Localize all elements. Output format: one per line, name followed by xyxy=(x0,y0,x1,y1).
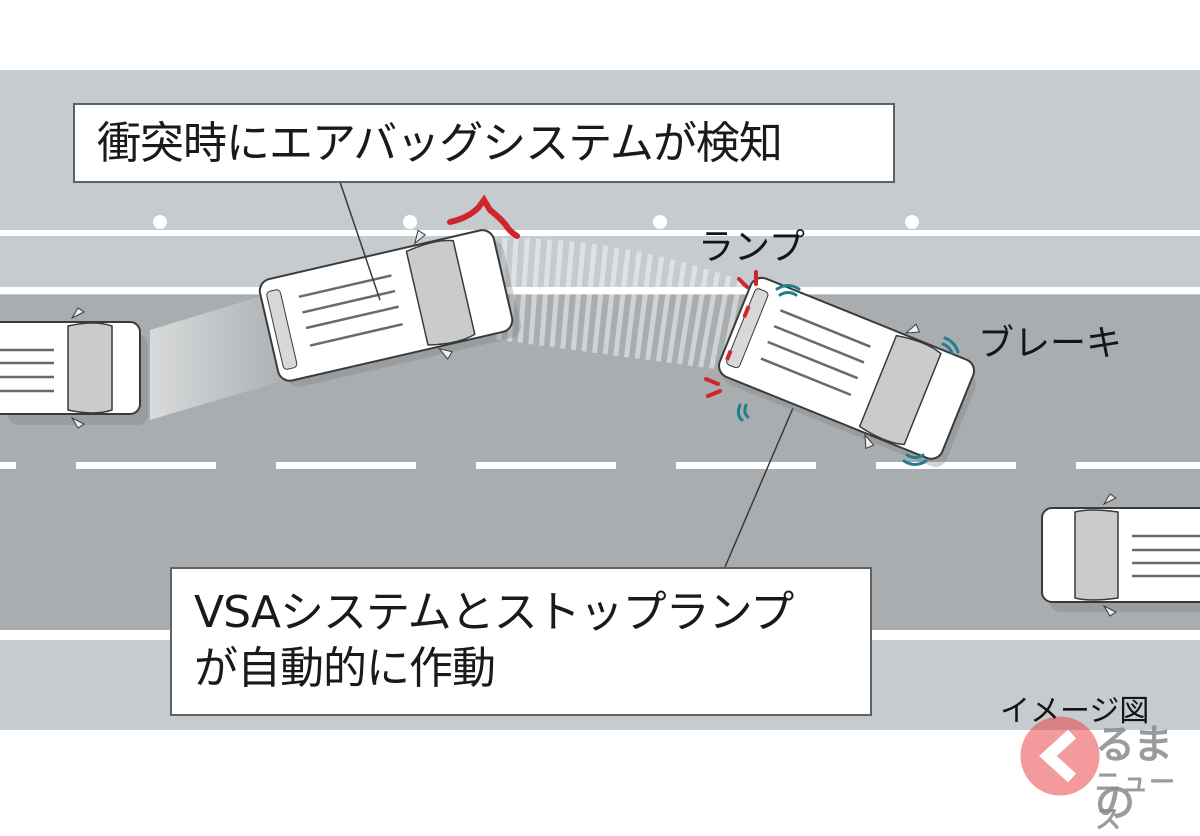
edge-line-outer xyxy=(0,230,1200,236)
roadside-marker xyxy=(153,215,167,229)
rear-car xyxy=(0,307,148,429)
roadside-marker xyxy=(403,215,417,229)
lane-dash xyxy=(0,462,16,469)
callout-auto-activation: VSAシステムとストップランプ が自動的に作動 xyxy=(170,567,872,716)
callout-auto-activation-line2: が自動的に作動 xyxy=(194,643,496,694)
trajectory-stripe xyxy=(698,271,721,368)
trajectory-stripe xyxy=(517,238,530,344)
trajectory-stripe xyxy=(655,259,676,362)
headlight-beam xyxy=(150,292,285,420)
roadside-marker xyxy=(905,215,919,229)
lane-dash xyxy=(876,462,1016,469)
watermark-text-line2: ニュース xyxy=(1095,768,1177,835)
lane-dash xyxy=(676,462,816,469)
roadside-markers xyxy=(153,215,919,229)
trajectory-stripe xyxy=(613,249,631,357)
trajectory-stripe xyxy=(708,275,732,370)
top-margin xyxy=(0,0,1200,70)
trajectory-stripe xyxy=(592,245,609,354)
brake-signal-icon xyxy=(736,284,960,466)
lane-dash xyxy=(1076,462,1200,469)
callout-airbag-detection: 衝突時にエアバッグシステムが検知 xyxy=(73,103,895,183)
stop-lamp-flash-icon xyxy=(704,270,758,398)
callout-airbag-detection-text: 衝突時にエアバッグシステムが検知 xyxy=(97,118,783,169)
oncoming-car xyxy=(1041,493,1200,617)
leader-line-top xyxy=(339,181,381,301)
trajectory-stripe xyxy=(623,251,642,358)
trajectory-stripe xyxy=(687,268,709,367)
trajectory-stripe xyxy=(560,241,575,349)
label-image-note: イメージ図 xyxy=(1000,694,1150,729)
trajectory-stripes xyxy=(496,237,743,371)
trajectory-stripe xyxy=(645,256,665,361)
roadside-marker xyxy=(653,215,667,229)
edge-line-inner xyxy=(0,287,1200,294)
trajectory-stripe xyxy=(602,247,620,355)
callout-auto-activation-line1: VSAシステムとストップランプ xyxy=(194,587,794,638)
label-brake: ブレーキ xyxy=(978,323,1123,364)
trajectory-stripe xyxy=(570,242,586,351)
trajectory-stripe xyxy=(538,239,553,346)
trajectory-stripe xyxy=(666,262,687,364)
center-dashed-line xyxy=(0,462,1200,469)
watermark-logo xyxy=(1020,716,1100,796)
impact-mark-icon xyxy=(447,194,520,239)
trajectory-stripe xyxy=(634,253,653,359)
collided-car xyxy=(258,229,521,387)
trajectory-stripe xyxy=(581,243,598,352)
lane-dash xyxy=(276,462,416,469)
trajectory-stripe xyxy=(677,265,698,365)
leader-line-bottom xyxy=(724,407,794,568)
bottom-margin xyxy=(0,730,1200,800)
lane-dash xyxy=(76,462,216,469)
lane-dash xyxy=(476,462,616,469)
trajectory-stripe xyxy=(549,240,564,348)
label-lamp: ランプ xyxy=(698,227,805,268)
stopped-car xyxy=(718,276,977,467)
trajectory-stripe xyxy=(528,238,542,345)
